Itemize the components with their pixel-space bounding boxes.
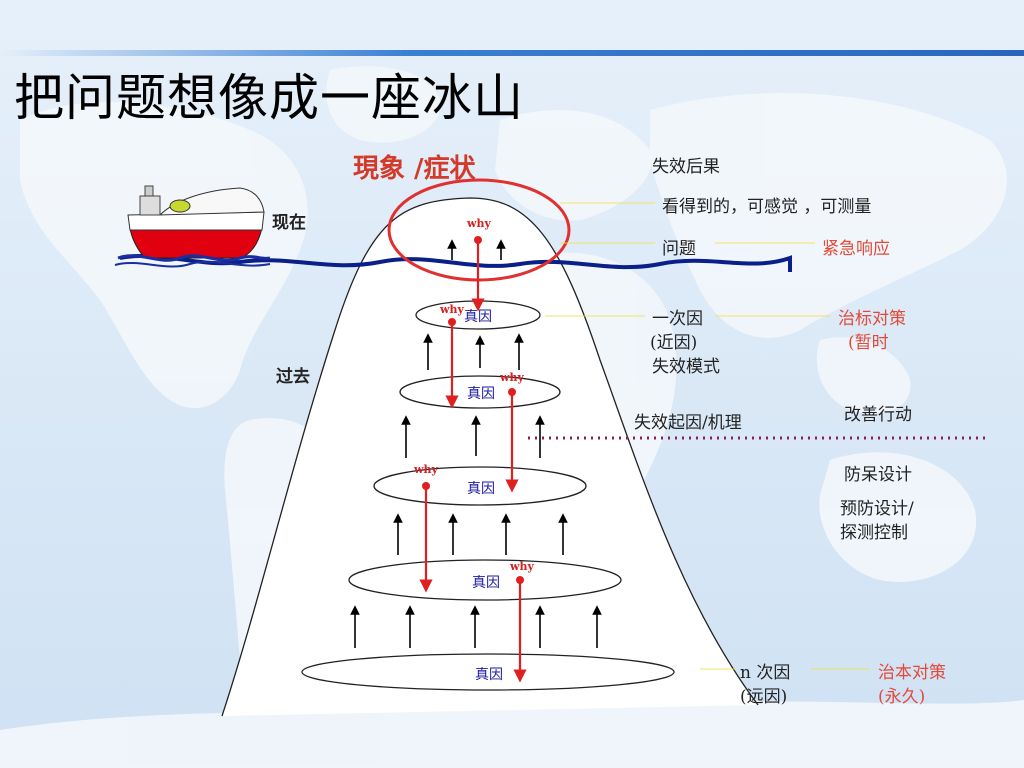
detect-control-label: 探测控制: [840, 518, 908, 543]
why-label: why: [467, 217, 491, 230]
improve-action-label: 改善行动: [844, 400, 912, 425]
mechanism-label: 失效起因/机理: [634, 408, 742, 433]
cause-label: 真因: [467, 383, 495, 403]
cause-label: 真因: [464, 306, 492, 326]
symptom-label: 現象 /症状: [353, 148, 476, 185]
root-measure-label: 治本对策: [878, 658, 946, 683]
primary-cause-label: 一次因: [652, 304, 703, 329]
failure-result-label: 失效后果: [652, 152, 720, 177]
far-cause-label: (远因): [740, 682, 787, 707]
why-label: why: [414, 463, 438, 476]
iceberg-outline: [222, 198, 758, 716]
temporary-label: (暂时: [848, 328, 889, 353]
cause-label: 真因: [475, 664, 503, 684]
temp-measure-label: 治标对策: [838, 304, 906, 329]
why-label: why: [500, 371, 524, 384]
past-label: 过去: [276, 362, 310, 387]
visible-label: 看得到的，可感觉 ，可测量: [662, 192, 871, 217]
cause-label: 真因: [467, 478, 495, 498]
failure-mode-label: 失效模式: [652, 352, 720, 377]
nth-cause-label: n 次因: [740, 658, 790, 683]
permanent-label: (永久): [878, 682, 925, 707]
present-label: 现在: [272, 208, 306, 233]
cause-label: 真因: [472, 572, 500, 592]
prevent-design-label: 预防设计/: [840, 494, 914, 519]
problem-label: 问题: [662, 234, 696, 259]
why-label: why: [440, 303, 464, 316]
urgent-response-label: 紧急响应: [822, 234, 890, 259]
why-label: why: [510, 560, 534, 573]
mistake-proof-label: 防呆设计: [844, 460, 912, 485]
near-cause-label: (近因): [650, 328, 697, 353]
